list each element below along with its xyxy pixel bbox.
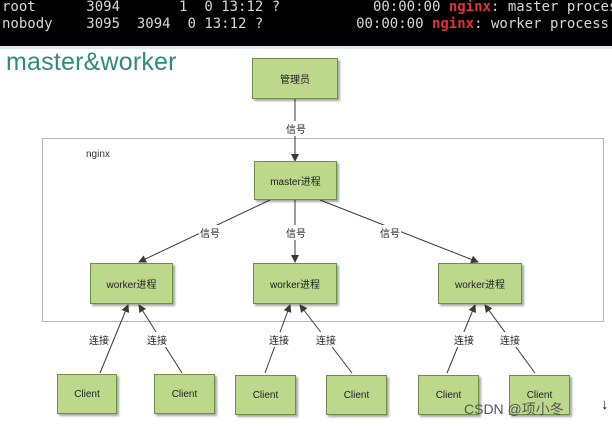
connect-label-2: 连接 [146, 332, 168, 347]
client-node-4: Client [326, 375, 387, 415]
signal-label-worker-1: 信号 [199, 225, 221, 240]
signal-label-worker-3: 信号 [379, 225, 401, 240]
worker-node-2: worker进程 [253, 263, 337, 304]
worker-node-3: worker进程 [438, 263, 522, 304]
connect-label-6: 连接 [499, 332, 521, 347]
connect-label-3: 连接 [268, 332, 290, 347]
worker-node-1: worker进程 [90, 263, 173, 304]
terminal-output: root 3094 1 0 13:12 ? 00:00:00 nginx: ma… [0, 0, 612, 46]
admin-node: 管理员 [252, 58, 338, 99]
terminal-line-worker: nobody 3095 3094 0 13:12 ? 00:00:00 ngin… [2, 16, 609, 32]
signal-label-admin: 信号 [285, 121, 307, 136]
client-node-5: Client [418, 375, 479, 415]
master-node: master进程 [254, 161, 337, 200]
connect-label-4: 连接 [315, 332, 337, 347]
nginx-frame-label: nginx [86, 149, 110, 160]
down-arrow-icon: ↓ [601, 396, 609, 413]
client-node-6: Client [509, 375, 570, 415]
connect-label-1: 连接 [88, 332, 110, 347]
terminal-bottom-border [0, 46, 612, 49]
signal-label-worker-2: 信号 [285, 225, 307, 240]
client-node-3: Client [235, 375, 296, 415]
page-heading: master&worker [6, 48, 177, 76]
connect-label-5: 连接 [453, 332, 475, 347]
terminal-line-master: root 3094 1 0 13:12 ? 00:00:00 nginx: ma… [2, 0, 612, 15]
arrow-client-1-to-worker-1 [99, 304, 130, 374]
csdn-watermark: CSDN @项小冬 [464, 401, 564, 417]
client-node-1: Client [57, 374, 117, 414]
client-node-2: Client [154, 374, 215, 414]
